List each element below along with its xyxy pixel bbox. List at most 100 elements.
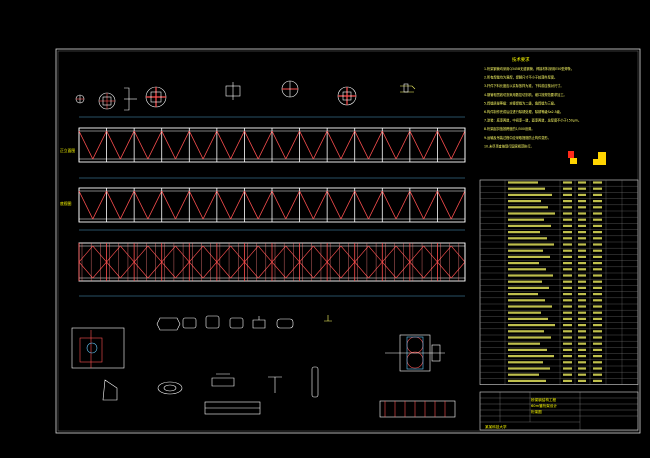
truss-diagonal bbox=[216, 261, 231, 279]
truss-diagonal bbox=[78, 190, 94, 220]
truss-diagonal bbox=[382, 245, 397, 263]
front-view-label: 正立面图 bbox=[60, 148, 75, 153]
truss-diagonal bbox=[244, 245, 259, 263]
table-cell-text bbox=[563, 311, 572, 314]
truss-diagonal bbox=[368, 261, 383, 279]
truss-diagonal bbox=[147, 245, 162, 263]
table-cell-text bbox=[563, 243, 572, 246]
truss-diagonal bbox=[409, 245, 424, 263]
detail-profile-1 bbox=[156, 317, 181, 331]
section-detail-7 bbox=[337, 86, 357, 106]
truss-diagonal bbox=[271, 130, 287, 160]
table-cell-text bbox=[508, 299, 545, 302]
table-cell-text bbox=[578, 317, 586, 320]
truss-diagonal bbox=[450, 245, 466, 263]
truss-diagonal bbox=[120, 245, 135, 263]
table-cell-text bbox=[578, 324, 586, 327]
truss-diagonal bbox=[312, 190, 328, 220]
table-cell-text bbox=[593, 200, 602, 203]
table-cell-text bbox=[593, 243, 602, 246]
truss-diagonal bbox=[271, 190, 287, 220]
truss-diagonal bbox=[202, 245, 218, 263]
table-cell-text bbox=[578, 206, 586, 209]
table-cell-text bbox=[563, 212, 572, 215]
table-cell-text bbox=[593, 280, 602, 283]
truss-diagonal bbox=[161, 130, 176, 160]
truss-diagonal bbox=[354, 190, 369, 220]
truss-diagonal bbox=[409, 130, 425, 160]
table-cell-text bbox=[563, 224, 572, 227]
truss-diagonal bbox=[340, 261, 355, 279]
table-cell-text bbox=[508, 286, 549, 289]
truss-diagonal bbox=[230, 130, 245, 160]
table-cell-text bbox=[508, 218, 544, 221]
table-cell-text bbox=[508, 262, 539, 265]
truss-diagonal bbox=[257, 261, 273, 279]
truss-diagonal bbox=[92, 190, 107, 220]
table-cell-text bbox=[563, 218, 572, 221]
notes-line: 5.焊缝质量等级：对接焊缝为二级，角焊缝为三级。 bbox=[484, 100, 557, 105]
truss-diagonal bbox=[257, 130, 273, 160]
table-cell-text bbox=[508, 342, 540, 345]
truss-diagonal bbox=[395, 190, 411, 220]
table-cell-text bbox=[578, 187, 586, 190]
detail-bracket bbox=[211, 373, 235, 387]
table-cell-text bbox=[593, 249, 602, 252]
table-cell-text bbox=[563, 187, 572, 190]
table-cell-text bbox=[578, 293, 586, 296]
truss-diagonal bbox=[354, 130, 369, 160]
yellow-step-marker bbox=[593, 152, 606, 165]
table-cell-text bbox=[508, 355, 554, 358]
section-detail-1 bbox=[75, 94, 85, 104]
truss-diagonal bbox=[285, 190, 300, 220]
table-cell-text bbox=[578, 361, 586, 364]
school-name: 某某科技大学 bbox=[485, 424, 507, 429]
table-cell-text bbox=[563, 299, 572, 302]
table-cell-text bbox=[563, 237, 572, 240]
table-cell-text bbox=[578, 342, 586, 345]
truss-diagonal bbox=[326, 245, 342, 263]
table-cell-text bbox=[578, 305, 586, 308]
table-cell-text bbox=[563, 255, 572, 258]
detail-bar bbox=[311, 366, 319, 398]
truss-diagonal bbox=[395, 130, 411, 160]
detail-profile-4 bbox=[229, 317, 244, 329]
table-cell-text bbox=[593, 361, 602, 364]
table-cell-text bbox=[578, 355, 586, 358]
truss-diagonal bbox=[354, 261, 369, 279]
table-cell-text bbox=[578, 237, 586, 240]
truss-diagonal bbox=[326, 261, 342, 279]
notes-line: 4.钢管相贯线切割采用数控切割机，坡口按规范要求加工。 bbox=[484, 92, 567, 97]
section-detail-2 bbox=[98, 92, 116, 110]
table-cell-text bbox=[563, 379, 572, 382]
truss-diagonal bbox=[161, 245, 176, 263]
truss-diagonal bbox=[92, 245, 107, 263]
truss-diagonal bbox=[106, 245, 121, 263]
truss-diagonal bbox=[326, 190, 342, 220]
table-cell-text bbox=[563, 274, 572, 277]
section-details-top bbox=[75, 80, 416, 111]
table-cell-text bbox=[563, 231, 572, 234]
truss-diagonal bbox=[313, 261, 328, 279]
truss-diagonal bbox=[395, 245, 411, 263]
truss-diagonal bbox=[147, 190, 163, 220]
yellow-marker bbox=[570, 158, 577, 164]
table-cell-text bbox=[508, 324, 555, 327]
truss-diagonal bbox=[340, 130, 356, 160]
table-cell-text bbox=[508, 249, 543, 252]
table-cell-text bbox=[563, 193, 572, 196]
detail-profile-2 bbox=[182, 317, 197, 329]
truss-diagonal bbox=[312, 130, 328, 160]
truss-diagonal bbox=[257, 245, 273, 263]
section-detail-5 bbox=[225, 82, 241, 100]
truss-diagonal bbox=[423, 130, 438, 160]
table-cell-text bbox=[593, 317, 602, 320]
truss-diagonal bbox=[78, 261, 94, 279]
notes-line: 3.杆件下料长度应以实际放样为准，下料前应核对尺寸。 bbox=[484, 83, 564, 88]
section-detail-8 bbox=[400, 83, 416, 93]
truss-diagonal bbox=[106, 190, 121, 220]
table-cell-text bbox=[508, 212, 555, 215]
table-cell-text bbox=[578, 336, 586, 339]
table-cell-text bbox=[593, 187, 602, 190]
truss-diagonal bbox=[92, 261, 107, 279]
